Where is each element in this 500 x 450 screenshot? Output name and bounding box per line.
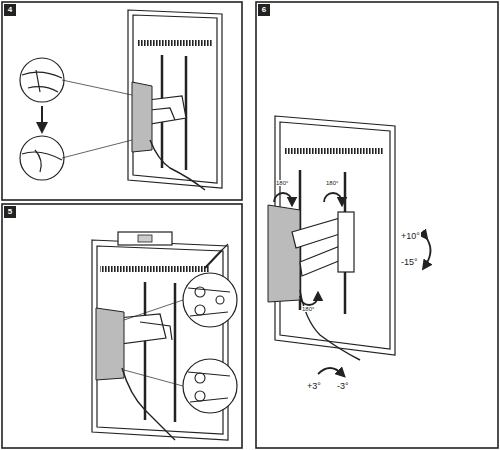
rotation-angle: 180°: [326, 180, 338, 186]
tilt-angle: -15°: [400, 258, 419, 267]
step-number: 6: [258, 4, 270, 16]
rotation-angle: 180°: [276, 180, 288, 186]
step-number: 5: [4, 206, 16, 218]
level-angle: -3°: [336, 382, 350, 391]
rotation-angle: 180°: [302, 306, 314, 312]
step-number: 4: [4, 4, 16, 16]
tilt-angle: +10°: [400, 232, 421, 241]
level-angle: +3°: [306, 382, 322, 391]
